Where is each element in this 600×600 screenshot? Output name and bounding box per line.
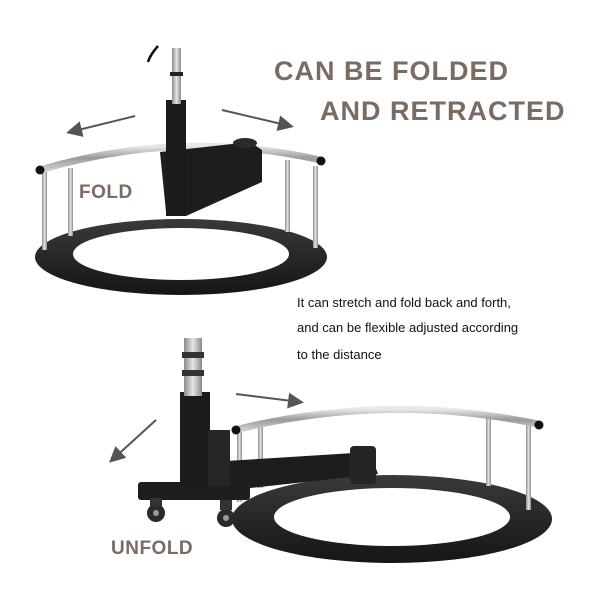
wheeled-base [138, 482, 250, 500]
unfold-arrow-left [109, 419, 157, 463]
rail-post [42, 172, 47, 250]
unfolded-stand-image [109, 338, 552, 563]
pole-clamp [182, 352, 204, 358]
description-line-1: It can stretch and fold back and forth, [297, 295, 511, 310]
caster-hub [153, 510, 159, 516]
cable [146, 45, 159, 63]
fold-arrow-right [221, 109, 294, 132]
column [166, 100, 186, 216]
rail-post [285, 160, 290, 232]
pole-clamp [170, 72, 183, 76]
extended-arm [210, 452, 378, 492]
ring-base-hole [73, 228, 289, 280]
fold-label: FOLD [79, 182, 133, 203]
unfold-label: UNFOLD [111, 538, 194, 559]
caster-mount [150, 498, 162, 506]
rail-post [526, 424, 531, 510]
headline-line-1: CAN BE FOLDED [274, 56, 509, 86]
rail-post [258, 424, 263, 488]
description-line-3: to the distance [297, 347, 382, 362]
rail-post [313, 166, 318, 248]
unfold-arrow-right [235, 392, 304, 409]
fold-arrow-left [66, 115, 136, 137]
ring-base-hole [274, 488, 510, 546]
arm-joint [233, 138, 257, 148]
rail-post [68, 168, 73, 236]
arm-joint [350, 446, 376, 484]
handrail [231, 405, 542, 434]
pole-clamp [182, 370, 204, 376]
rail-cap [534, 420, 544, 430]
caster-hub [223, 515, 229, 521]
rail-cap [231, 425, 241, 435]
caster-mount [220, 500, 232, 510]
column-housing [208, 430, 230, 486]
telescopic-pole [184, 338, 202, 396]
column [180, 392, 210, 486]
rail-cap [35, 165, 45, 175]
headline-line-2: AND RETRACTED [320, 96, 566, 126]
rail-cap [316, 156, 326, 166]
rail-post [486, 418, 491, 486]
folded-stand-image [35, 45, 327, 295]
description-line-2: and can be flexible adjusted according [297, 320, 519, 335]
